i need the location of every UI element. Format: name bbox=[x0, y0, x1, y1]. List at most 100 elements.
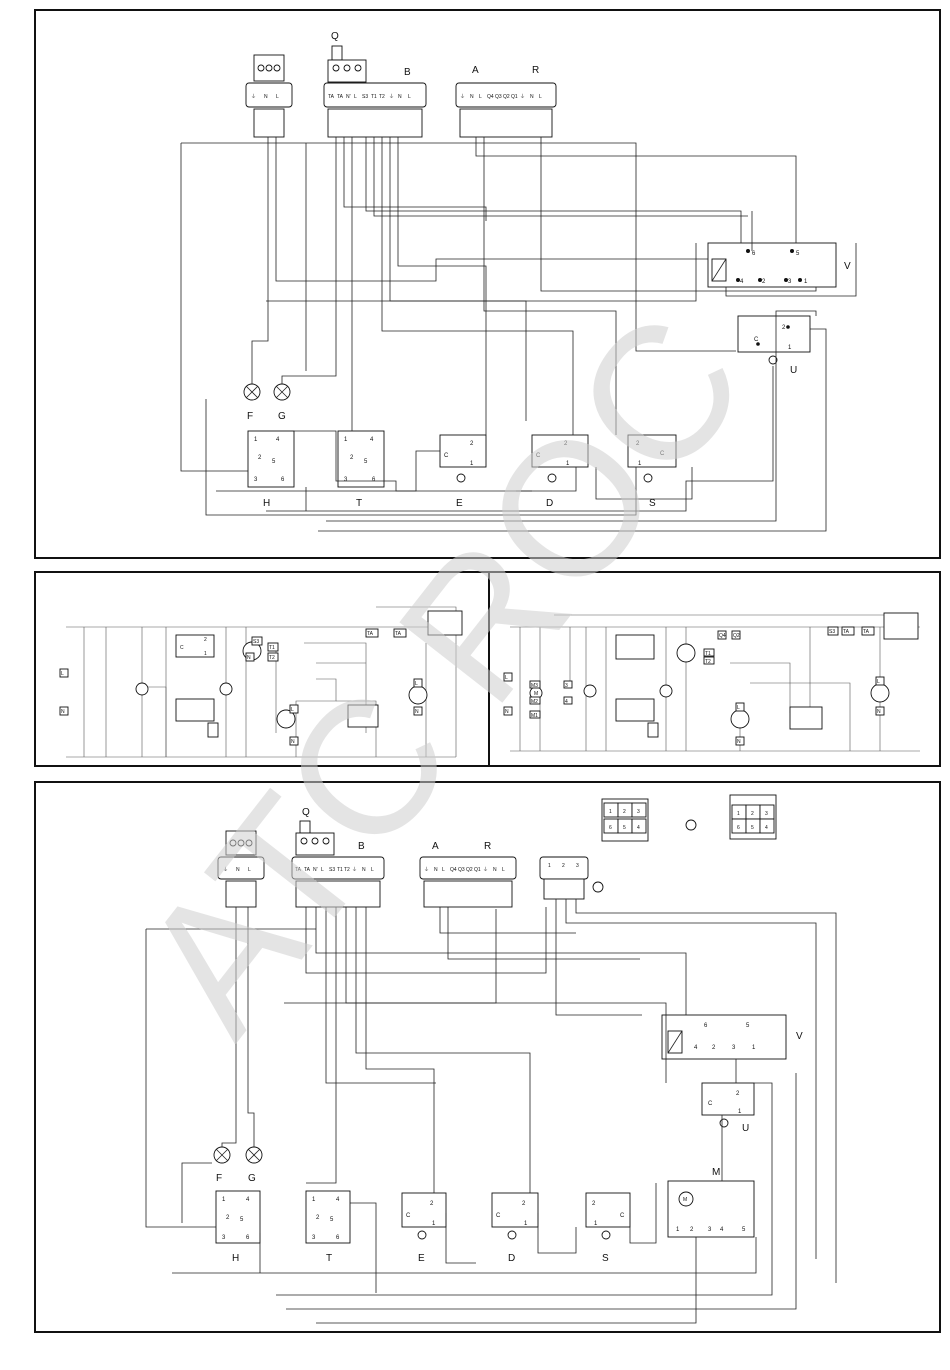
svg-text:2: 2 bbox=[316, 1215, 320, 1221]
svg-text:Q1: Q1 bbox=[511, 94, 518, 100]
svg-text:T2: T2 bbox=[344, 867, 350, 873]
svg-text:1: 1 bbox=[752, 1045, 756, 1051]
terminal-block-ar: ⏚ N L Q4 Q3 Q2 Q1 ⏚ N L bbox=[455, 82, 557, 138]
svg-text:L: L bbox=[505, 675, 508, 681]
svg-text:⏚: ⏚ bbox=[483, 866, 488, 873]
svg-text:N: N bbox=[236, 867, 240, 873]
svg-text:⏚: ⏚ bbox=[251, 93, 256, 100]
svg-text:S3: S3 bbox=[829, 629, 835, 635]
label-f: F bbox=[247, 411, 253, 422]
svg-text:C: C bbox=[444, 453, 449, 459]
b-label-g: G bbox=[248, 1173, 256, 1184]
svg-text:2: 2 bbox=[470, 441, 474, 447]
svg-text:1: 1 bbox=[470, 461, 474, 467]
ml-traces bbox=[66, 606, 457, 758]
svg-text:3: 3 bbox=[765, 811, 768, 817]
svg-text:Q2: Q2 bbox=[733, 633, 740, 639]
bottom-wiring-traces bbox=[145, 899, 837, 1324]
label-r: R bbox=[532, 65, 539, 76]
svg-text:4: 4 bbox=[565, 699, 568, 705]
svg-text:S3: S3 bbox=[253, 639, 259, 645]
b-label-s: S bbox=[602, 1253, 609, 1264]
svg-text:2: 2 bbox=[562, 863, 565, 869]
label-h: H bbox=[263, 498, 270, 509]
b-label-q: Q bbox=[302, 807, 310, 818]
label-a: A bbox=[472, 65, 479, 76]
svg-text:5: 5 bbox=[796, 251, 800, 257]
svg-text:2: 2 bbox=[712, 1045, 716, 1051]
thermostat-e: C 2 1 bbox=[439, 434, 487, 483]
b-label-m: M bbox=[712, 1167, 720, 1178]
svg-text:C: C bbox=[620, 1213, 625, 1219]
top-wiring-panel: ⏚ N L Q B TA TA N' L S3 T1 T2 ⏚ N L ⏚ N … bbox=[34, 9, 941, 559]
b-label-v: V bbox=[796, 1031, 803, 1042]
svg-text:L: L bbox=[502, 867, 505, 873]
svg-text:Q3: Q3 bbox=[458, 867, 465, 873]
svg-text:⏚: ⏚ bbox=[352, 866, 357, 873]
svg-text:L: L bbox=[415, 681, 418, 687]
lamp-g bbox=[273, 383, 291, 401]
thermostat-u: C21 bbox=[737, 315, 811, 365]
connector-or-marker bbox=[685, 819, 697, 831]
b-label-f: F bbox=[216, 1173, 222, 1184]
svg-text:C: C bbox=[660, 451, 665, 457]
svg-text:N: N bbox=[247, 655, 251, 661]
svg-text:TA: TA bbox=[843, 629, 850, 635]
svg-text:1: 1 bbox=[804, 279, 808, 285]
svg-text:N: N bbox=[264, 94, 268, 100]
svg-text:3: 3 bbox=[312, 1235, 316, 1241]
b-label-b: B bbox=[358, 841, 365, 852]
b-thermostat-u: C21 bbox=[701, 1082, 755, 1128]
svg-text:3: 3 bbox=[637, 809, 640, 815]
svg-text:L: L bbox=[877, 679, 880, 685]
lamp-f bbox=[243, 383, 261, 401]
svg-text:2: 2 bbox=[736, 1091, 740, 1097]
svg-text:⏚: ⏚ bbox=[460, 93, 465, 100]
svg-text:2: 2 bbox=[522, 1201, 526, 1207]
svg-text:2: 2 bbox=[226, 1215, 230, 1221]
svg-text:3: 3 bbox=[788, 279, 792, 285]
svg-text:⏚: ⏚ bbox=[520, 93, 525, 100]
svg-text:2: 2 bbox=[751, 811, 754, 817]
svg-text:TA: TA bbox=[328, 94, 335, 100]
svg-text:2: 2 bbox=[350, 455, 354, 461]
svg-text:N: N bbox=[434, 867, 438, 873]
svg-text:Q2: Q2 bbox=[503, 94, 510, 100]
svg-text:TA: TA bbox=[295, 867, 302, 873]
terminal-strip-b-labels: TA TA N' L S3 T1 T2 ⏚ N L bbox=[328, 93, 411, 100]
svg-text:L: L bbox=[354, 94, 357, 100]
b-lamp-f bbox=[213, 1146, 231, 1164]
svg-text:1: 1 bbox=[788, 345, 792, 351]
svg-text:4: 4 bbox=[276, 437, 280, 443]
svg-text:5: 5 bbox=[746, 1023, 750, 1029]
svg-text:T1: T1 bbox=[705, 651, 711, 657]
svg-text:6: 6 bbox=[752, 251, 756, 257]
svg-text:TA: TA bbox=[395, 631, 402, 637]
svg-text:Q4: Q4 bbox=[487, 94, 494, 100]
svg-text:1: 1 bbox=[254, 437, 258, 443]
b-terminal-block-b: TA TA N' L S3 T1 T2 ⏚ N L bbox=[291, 820, 385, 908]
b-lamp-g bbox=[245, 1146, 263, 1164]
label-g: G bbox=[278, 411, 286, 422]
b-left-terminal-block: ⏚ N L bbox=[217, 830, 265, 908]
svg-text:3: 3 bbox=[732, 1045, 736, 1051]
svg-text:N: N bbox=[398, 94, 402, 100]
svg-text:N': N' bbox=[313, 867, 318, 873]
svg-text:1: 1 bbox=[676, 1227, 680, 1233]
terminal-block-b bbox=[323, 45, 427, 138]
svg-text:6: 6 bbox=[609, 825, 612, 831]
svg-text:C: C bbox=[708, 1101, 713, 1107]
label-v: V bbox=[844, 261, 851, 272]
b-relay-v: 6 5 4 2 3 1 bbox=[661, 1014, 787, 1060]
b-label-t: T bbox=[326, 1253, 332, 1264]
fan-icon-right bbox=[676, 643, 696, 663]
svg-text:TA: TA bbox=[367, 631, 374, 637]
label-e: E bbox=[456, 498, 463, 509]
svg-text:6: 6 bbox=[704, 1023, 708, 1029]
svg-text:2: 2 bbox=[564, 441, 568, 447]
svg-text:3: 3 bbox=[222, 1235, 226, 1241]
middle-right-schematic: L N M3 M2 M1 3 4 M Q4 Q2 T1 T2 TA TA S3 … bbox=[503, 612, 920, 752]
